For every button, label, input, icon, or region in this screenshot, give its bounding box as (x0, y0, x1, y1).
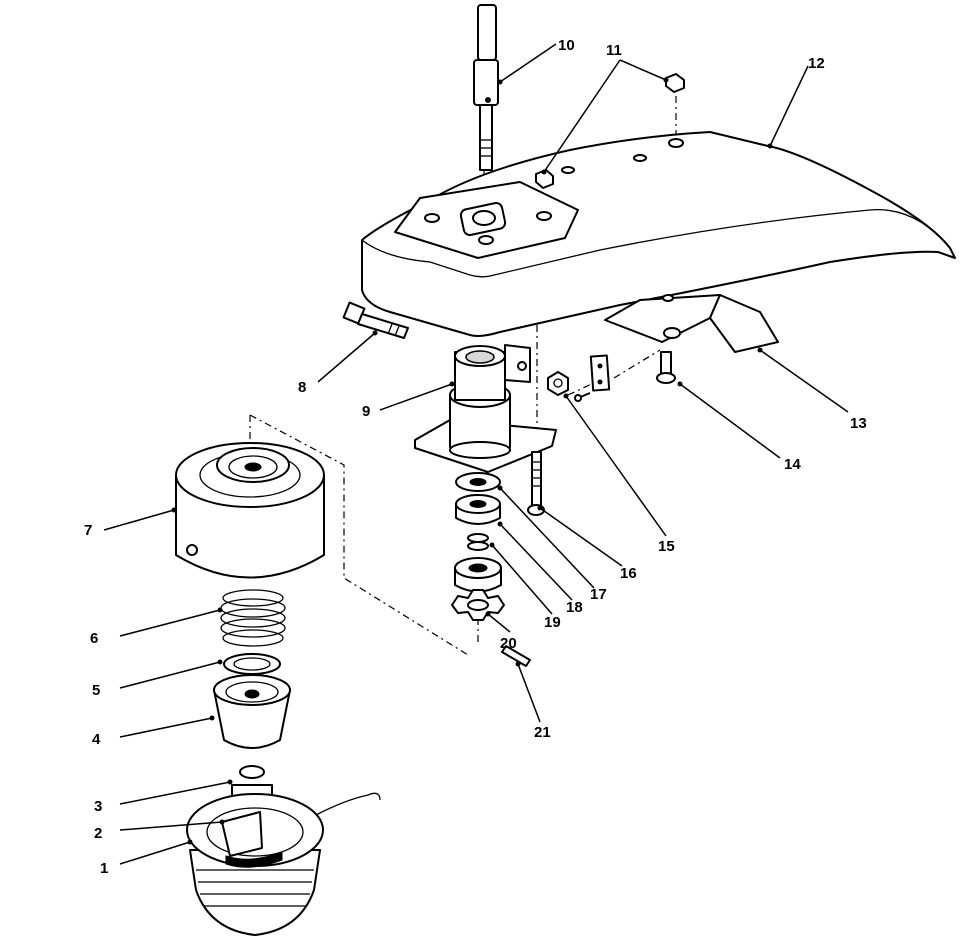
callout-1: 1 (100, 860, 108, 877)
callout-17: 17 (590, 586, 607, 603)
callout-13: 13 (850, 415, 867, 432)
callout-18: 18 (566, 599, 583, 616)
callout-16: 16 (620, 565, 637, 582)
part-8-bolt (342, 301, 409, 339)
part-20-gear (451, 589, 505, 621)
callout-8: 8 (298, 379, 306, 396)
callout-11: 11 (606, 42, 622, 59)
callout-7: 7 (84, 522, 92, 539)
callout-21: 21 (534, 724, 551, 741)
part-5-washer (223, 653, 281, 675)
callout-14: 14 (784, 456, 801, 473)
callout-6: 6 (90, 630, 98, 647)
part-10-shaft (473, 4, 499, 171)
callout-2: 2 (94, 825, 102, 842)
part-15-nut (547, 371, 569, 396)
callout-10: 10 (558, 37, 575, 54)
callout-9: 9 (362, 403, 370, 420)
callout-4: 4 (92, 731, 101, 748)
callout-5: 5 (92, 682, 100, 699)
callout-20: 20 (500, 635, 517, 652)
callout-labels: 1 2 3 4 5 6 7 8 9 10 11 12 13 14 15 16 1… (84, 37, 867, 877)
part-2-line-guide (221, 811, 283, 868)
part-9-housing (414, 344, 557, 473)
part-6-spring (220, 589, 286, 647)
part-7-cover (175, 442, 325, 579)
callout-3: 3 (94, 798, 102, 815)
part-13-bracket (604, 294, 779, 353)
callout-19: 19 (544, 614, 561, 631)
part-17-washer (455, 472, 501, 492)
part-4-spool-hub (213, 674, 291, 779)
part-19-spacer (467, 533, 489, 551)
callout-12: 12 (808, 55, 825, 72)
callout-15: 15 (658, 538, 675, 555)
part-15-clip (574, 354, 611, 402)
part-16-screw (527, 451, 545, 516)
leader-lines (103, 43, 849, 865)
part-14-screw (656, 351, 676, 384)
lower-bearing (454, 557, 502, 593)
part-12-deck (361, 131, 956, 337)
part-18-bearing (455, 494, 501, 525)
part-21-pin (501, 645, 531, 667)
part-1-spool-housing (186, 792, 381, 936)
